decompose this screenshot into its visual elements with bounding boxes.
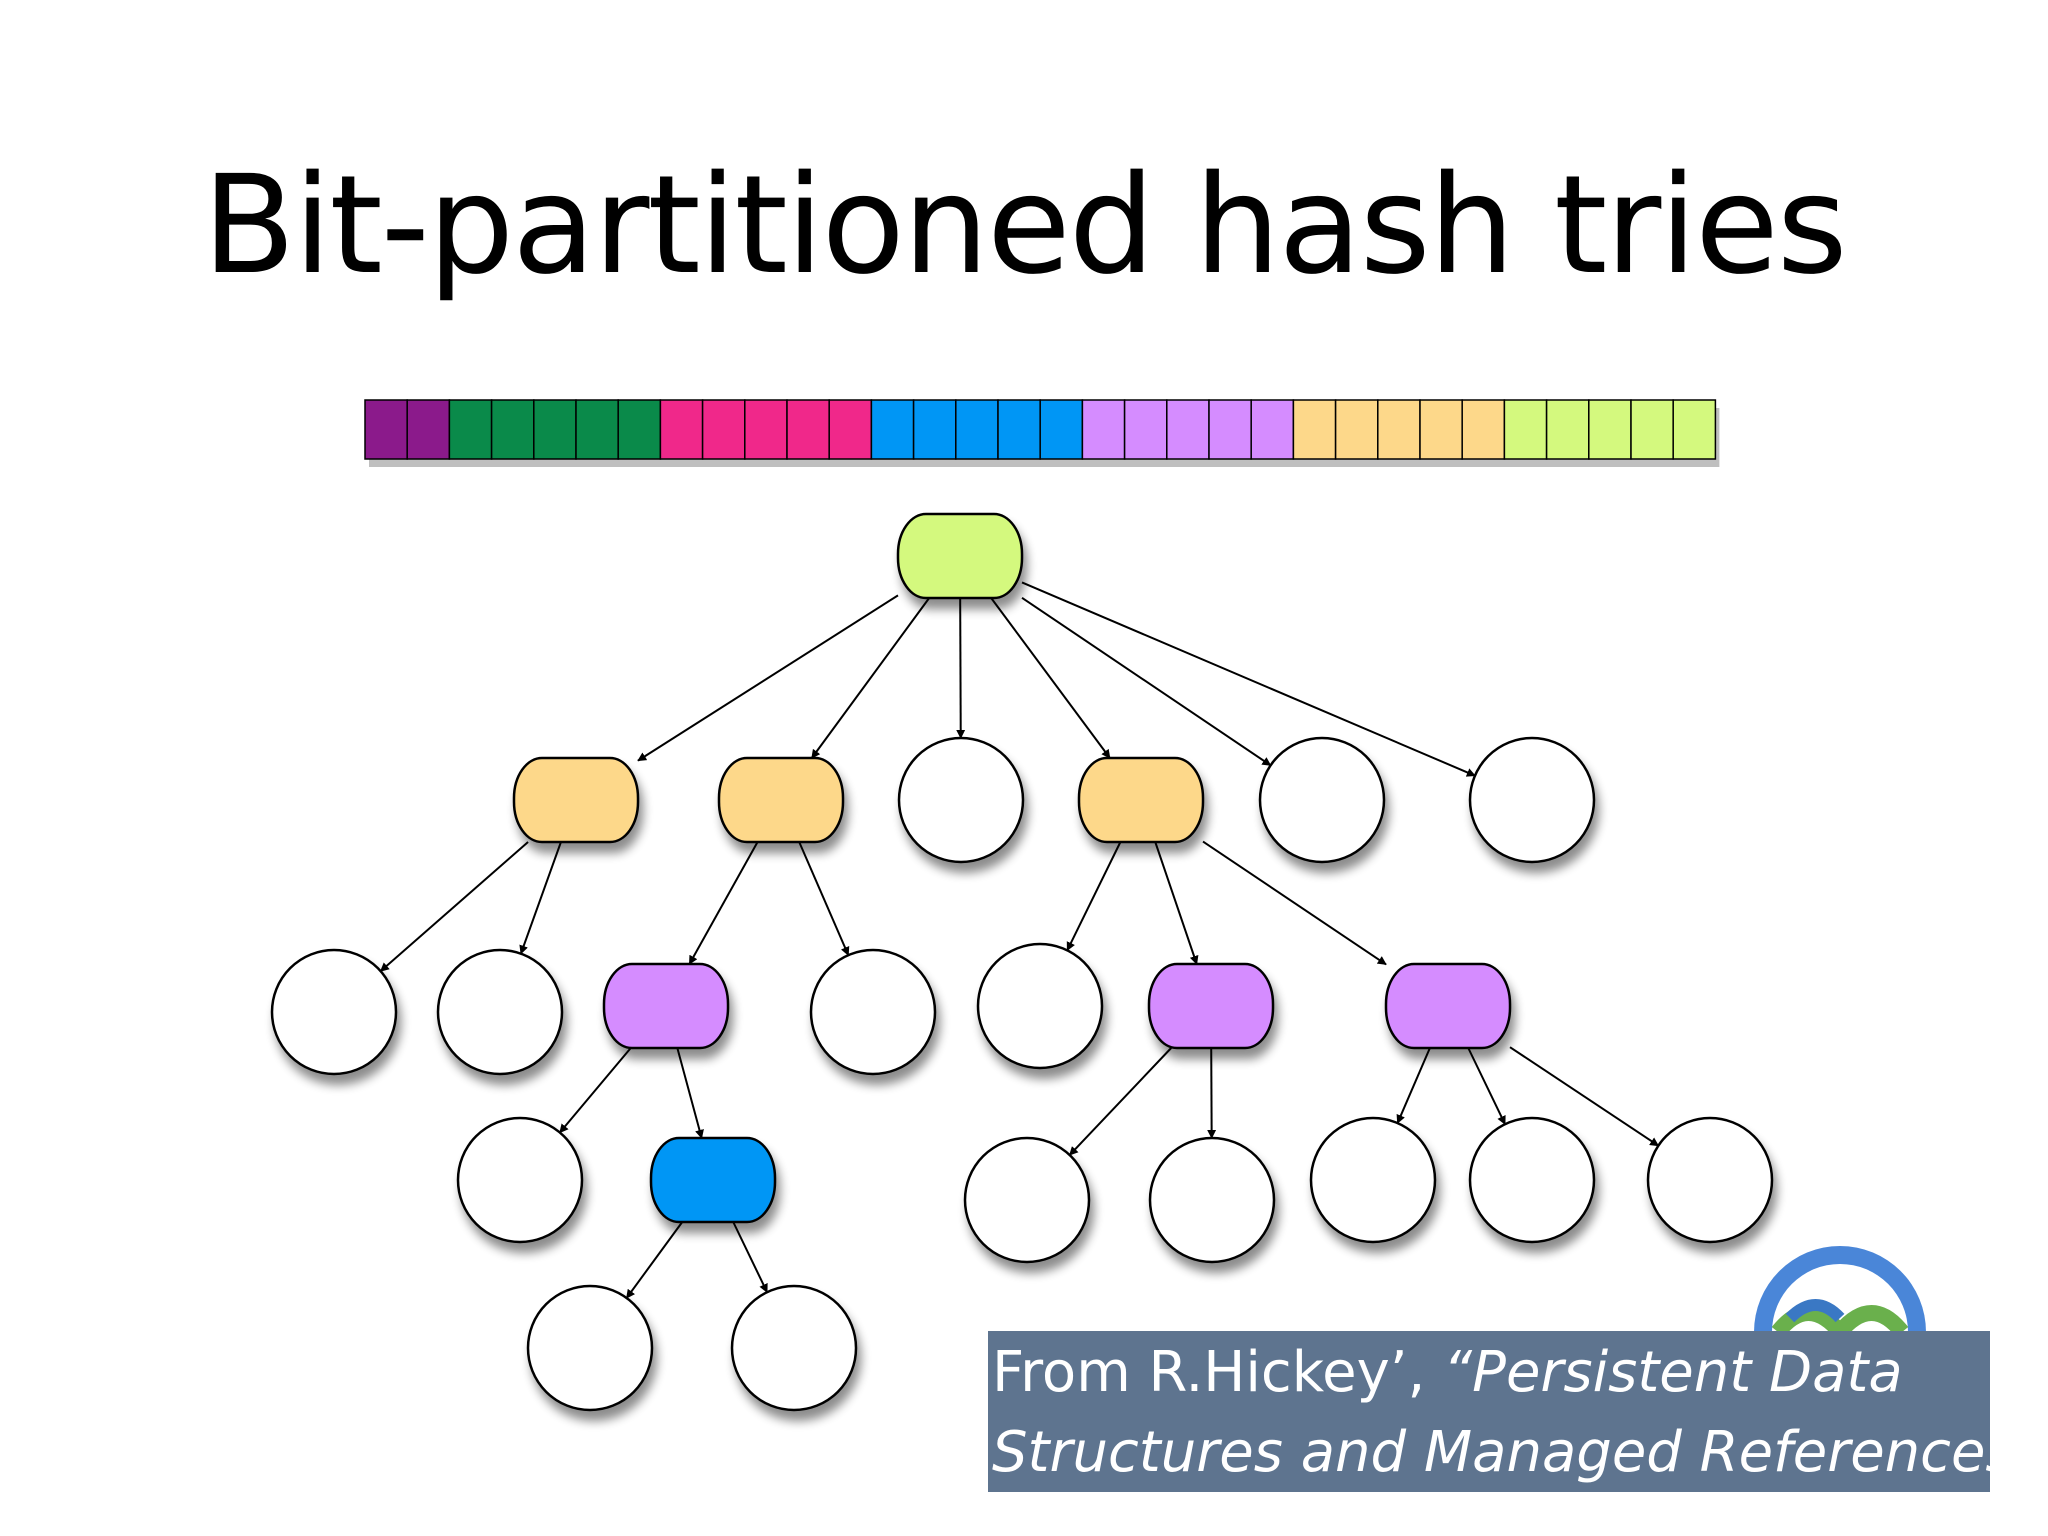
edge-b1b-x2 bbox=[732, 1221, 768, 1293]
leaf-node-b2 bbox=[809, 948, 937, 1076]
hash-bit-cell bbox=[1123, 399, 1168, 460]
edge-d3-d3a bbox=[1396, 1047, 1431, 1124]
edge-d-d1 bbox=[1066, 841, 1122, 952]
edge-root-e bbox=[1021, 596, 1272, 767]
edge-root-a bbox=[637, 594, 899, 762]
hash-bit-cell bbox=[490, 399, 535, 460]
hash-bit-cell bbox=[1545, 399, 1590, 460]
trie-nodes bbox=[270, 512, 1774, 1412]
caption-line-1: From R.Hickey’, “Persistent Data bbox=[992, 1333, 1986, 1413]
hash-bit-cell bbox=[406, 399, 451, 460]
hash-bit-cell bbox=[870, 399, 915, 460]
hash-bit-cell bbox=[1419, 399, 1463, 460]
leaf-node-c bbox=[897, 736, 1025, 864]
leaf-node-b1a bbox=[456, 1116, 584, 1244]
hash-bit-strip bbox=[364, 399, 1720, 467]
branch-node-b1b bbox=[649, 1136, 777, 1224]
hash-bit-cell bbox=[448, 399, 493, 460]
hash-bit-cell bbox=[1503, 399, 1548, 460]
leaf-node-x1 bbox=[526, 1284, 654, 1412]
caption-line-2: Structures and Managed References” bbox=[992, 1420, 1990, 1485]
edge-d-d3 bbox=[1202, 840, 1387, 966]
edge-d2-d2a bbox=[1068, 1047, 1172, 1156]
leaf-node-a1 bbox=[270, 948, 398, 1076]
hash-bit-cell bbox=[786, 399, 830, 460]
leaf-node-d3a bbox=[1309, 1116, 1437, 1244]
edge-root-f bbox=[1021, 581, 1476, 777]
hash-bit-cell bbox=[997, 399, 1041, 460]
caption-author: From R.Hickey’, bbox=[992, 1340, 1444, 1405]
leaf-node-d2a bbox=[963, 1136, 1091, 1264]
edge-root-c bbox=[956, 597, 966, 739]
hash-bit-cell bbox=[912, 399, 957, 460]
leaf-node-d3b bbox=[1468, 1116, 1596, 1244]
trie-edges bbox=[379, 581, 1660, 1299]
edge-b-b2 bbox=[798, 841, 850, 956]
hash-bit-cell bbox=[1039, 399, 1084, 460]
branch-node-b1 bbox=[602, 962, 730, 1050]
slide-title: Bit-partitioned hash tries bbox=[202, 147, 1847, 305]
leaf-node-d2b bbox=[1148, 1136, 1276, 1264]
hash-bit-cell bbox=[1377, 399, 1421, 460]
leaf-node-d1 bbox=[976, 942, 1104, 1070]
hash-bit-cell bbox=[617, 399, 662, 460]
branch-node-b bbox=[717, 756, 845, 844]
hash-bit-cell bbox=[533, 399, 577, 460]
branch-node-d2 bbox=[1147, 962, 1275, 1050]
hash-bit-cell bbox=[1334, 399, 1379, 460]
citation-caption: From R.Hickey’, “Persistent Data Structu… bbox=[988, 1331, 1990, 1492]
leaf-node-d3c bbox=[1646, 1116, 1774, 1244]
hash-bit-cell bbox=[1672, 399, 1717, 460]
hash-bit-cell bbox=[955, 399, 999, 460]
edge-b1-b1b bbox=[676, 1047, 704, 1139]
hash-bit-cell bbox=[1588, 399, 1632, 460]
edge-a-a2 bbox=[519, 841, 562, 955]
hash-bit-cell bbox=[659, 399, 704, 460]
edge-root-b bbox=[811, 597, 930, 759]
hash-bit-cell bbox=[701, 399, 746, 460]
edge-b1-b1a bbox=[559, 1047, 632, 1134]
edge-a-a1 bbox=[379, 841, 529, 972]
hash-bit-cell bbox=[1292, 399, 1337, 460]
edge-d3-d3c bbox=[1509, 1046, 1660, 1147]
edge-d-d2 bbox=[1154, 841, 1199, 965]
edge-root-d bbox=[990, 597, 1111, 759]
leaf-node-f bbox=[1468, 736, 1596, 864]
leaf-node-e bbox=[1258, 736, 1386, 864]
branch-node-root bbox=[896, 512, 1024, 600]
leaf-node-x2 bbox=[730, 1284, 858, 1412]
edge-b1b-x1 bbox=[625, 1221, 684, 1299]
hash-bit-cell bbox=[744, 399, 788, 460]
hash-bit-cell bbox=[364, 399, 408, 460]
branch-node-a bbox=[512, 756, 640, 844]
hash-bit-cell bbox=[1166, 399, 1210, 460]
hash-bit-cell bbox=[1081, 399, 1126, 460]
hash-bit-cell bbox=[828, 399, 873, 460]
edge-d3-d3b bbox=[1467, 1047, 1506, 1125]
branch-node-d bbox=[1077, 756, 1205, 844]
branch-node-d3 bbox=[1384, 962, 1512, 1050]
hash-bit-cell bbox=[1461, 399, 1506, 460]
hash-bit-cell bbox=[1250, 399, 1295, 460]
hash-bit-cell bbox=[1630, 399, 1674, 460]
leaf-node-a2 bbox=[436, 948, 564, 1076]
hash-bit-cell bbox=[575, 399, 619, 460]
caption-title-start: “Persistent Data bbox=[1443, 1340, 1903, 1405]
hash-bit-cell bbox=[1208, 399, 1252, 460]
edge-b-b1 bbox=[688, 841, 759, 965]
